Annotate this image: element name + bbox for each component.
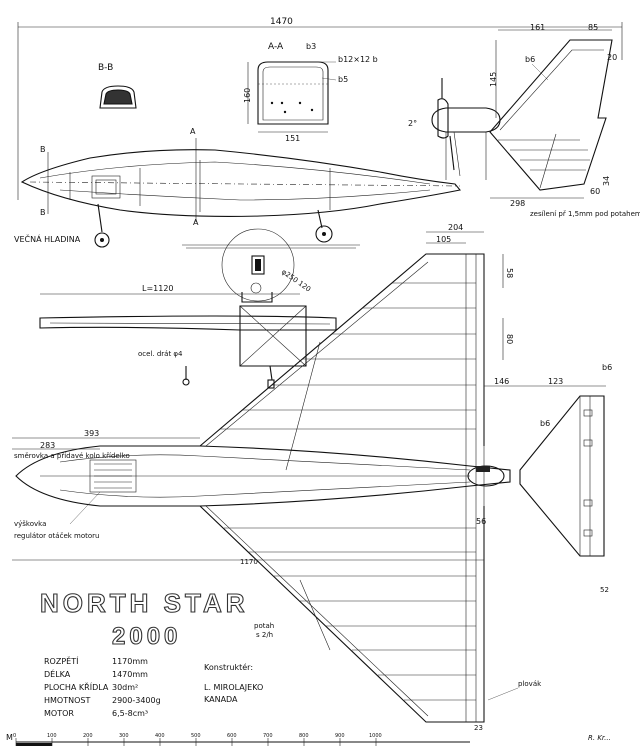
dim-23: 23 <box>474 724 483 732</box>
label-regulator: regulátor otáček motoru <box>14 532 99 540</box>
label-smerovka: směrovka a přídavé kolo křídelko <box>14 452 130 460</box>
dim-161: 161 <box>530 23 545 32</box>
dim-80: 80 <box>505 334 514 344</box>
label-2deg: 2° <box>408 119 417 128</box>
label-b12: b12×12 b <box>338 55 378 64</box>
scale-tick-1: 100 <box>47 733 57 739</box>
scale-tick-2: 200 <box>83 733 93 739</box>
spec-value-4: 6,5-8cm³ <box>112 709 148 718</box>
spec-table: ROZPĚTÍ 1170mm DÉLKA 1470mm PLOCHA KŘÍDL… <box>44 655 263 718</box>
dim-160: 160 <box>243 88 252 103</box>
dim-393: 393 <box>84 429 99 438</box>
label-potah: potah <box>254 622 274 630</box>
dim-283: 283 <box>40 441 55 450</box>
overall-length-dimension: 1470 <box>17 17 623 200</box>
label-b6-tail2: b6 <box>540 419 550 428</box>
mark-b-top: B <box>40 145 46 154</box>
designer-name: L. MIROLAJEKO <box>204 683 263 692</box>
dim-60: 60 <box>590 187 600 196</box>
dim-123: 123 <box>548 377 563 386</box>
label-zesileni: zesílení př 1,5mm pod potahem - b 3 <box>530 210 640 218</box>
dim-1170: 1170 <box>240 558 258 566</box>
spec-label-3: HMOTNOST <box>44 696 90 705</box>
dim-L1120: L=1120 <box>142 284 174 293</box>
spec-label-1: DÉLKA <box>44 668 71 679</box>
designer-label: Konstruktér: <box>204 662 253 672</box>
spec-value-0: 1170mm <box>112 657 148 666</box>
section-bb-label: B-B <box>98 63 113 73</box>
label-b6-tail: b6 <box>602 363 612 372</box>
dim-52: 52 <box>600 586 609 594</box>
section-aa: A-A b3 b12×12 b b5 160 151 <box>243 42 378 143</box>
title-north-star: NORTH STAR <box>40 588 249 618</box>
scale-tick-3: 300 <box>119 733 129 739</box>
spec-value-1: 1470mm <box>112 670 148 679</box>
spec-label-0: ROZPĚTÍ <box>44 655 79 666</box>
section-bb: B-B <box>98 63 137 109</box>
dim-56: 56 <box>476 517 486 526</box>
dim-34: 34 <box>602 176 611 186</box>
label-b3: b3 <box>306 42 316 51</box>
designer-country: KANADA <box>204 695 238 704</box>
scale-tick-5: 500 <box>191 733 201 739</box>
mark-a-bottom: A <box>193 218 199 227</box>
dim-105: 105 <box>436 235 451 244</box>
dim-151: 151 <box>285 134 300 143</box>
signature: R. Kr... <box>588 734 611 742</box>
mark-a-top: A <box>190 127 196 136</box>
section-aa-label: A-A <box>268 42 284 52</box>
scale-tick-0: 0 <box>13 733 16 739</box>
dim-204: 204 <box>448 223 463 232</box>
label-b5: b5 <box>338 75 348 84</box>
scale-tick-10: 1000 <box>369 733 382 739</box>
dim-58: 58 <box>505 268 514 278</box>
dim-145: 145 <box>489 72 498 87</box>
scale-tick-9: 900 <box>335 733 345 739</box>
dim-298: 298 <box>510 199 525 208</box>
title-block: NORTH STAR 2000 <box>39 587 249 650</box>
dim-250: φ250 120 <box>280 268 312 294</box>
dim-20: 20 <box>607 53 617 62</box>
dim-85: 85 <box>588 23 598 32</box>
scale-tick-4: 400 <box>155 733 165 739</box>
label-plovak: plovák <box>518 680 542 688</box>
spec-value-2: 30dm² <box>112 683 138 692</box>
scale-bar: M 0 100 200 300 400 500 600 700 800 900 … <box>6 733 611 746</box>
mark-b-bottom: B <box>40 208 46 217</box>
scale-label: M <box>6 733 13 742</box>
spec-value-3: 2900-3400g <box>112 696 161 705</box>
label-ocel-drat: ocel. drát φ4 <box>138 350 183 358</box>
plan-view: 204 105 58 80 <box>12 223 612 732</box>
spec-label-2: PLOCHA KŘÍDLA <box>44 681 109 692</box>
front-view: φ250 120 L=1120 ocel. drát φ4 <box>39 228 360 389</box>
label-vecne-hladina: VEČNÁ HLADINA <box>14 233 81 244</box>
title-2000: 2000 <box>112 623 181 650</box>
side-view: B B A A VEČNÁ HLADINA 2° <box>14 23 640 248</box>
scale-tick-8: 800 <box>299 733 309 739</box>
spec-label-4: MOTOR <box>44 709 74 718</box>
label-b6-fin: b6 <box>525 55 535 64</box>
label-potah-code: s 2/h <box>256 631 273 639</box>
scale-tick-7: 700 <box>263 733 273 739</box>
dim-146: 146 <box>494 377 509 386</box>
dim-1470: 1470 <box>270 17 293 27</box>
scale-tick-6: 600 <box>227 733 237 739</box>
label-vyskovka: výškovka <box>14 520 46 528</box>
